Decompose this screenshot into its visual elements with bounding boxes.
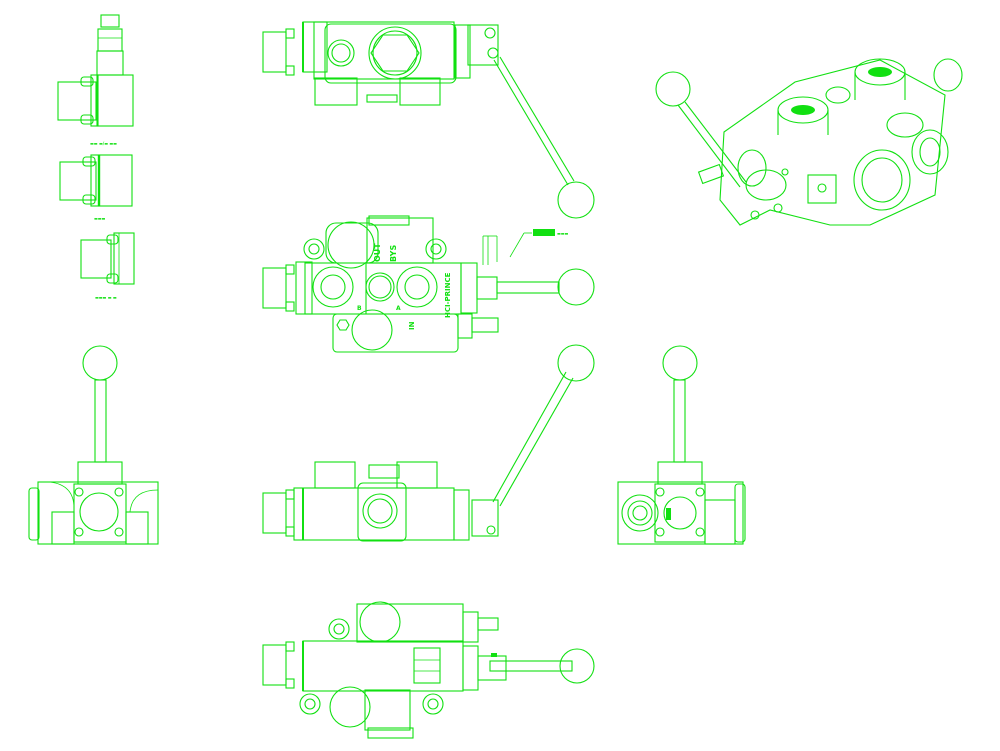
detail-stack-view: ▬▬ ▬/▬ ▬▬ ▬▬▬ ▬▬▬ ▬ ▬	[57, 14, 135, 300]
detail-label-1: ▬▬ ▬/▬ ▬▬	[90, 141, 117, 146]
front-view: OUT BYS B A IN HCI-PRINCE ▬▬▬	[262, 215, 595, 353]
detail-label-2: ▬▬▬	[94, 216, 106, 221]
isometric-view	[655, 58, 963, 226]
brand-label: HCI-PRINCE	[444, 272, 452, 318]
port-label-in: IN	[408, 321, 416, 330]
port-label-b: B	[357, 305, 362, 312]
detail-label-3: ▬▬▬ ▬ ▬	[95, 295, 117, 300]
port-label-bys: BYS	[389, 245, 398, 262]
top-view	[262, 21, 595, 219]
port-label-a: A	[396, 305, 401, 312]
dimension-text: ▬▬▬	[557, 231, 569, 236]
bottom-view	[262, 601, 595, 739]
side-view	[262, 344, 595, 542]
port-label-out: OUT	[373, 243, 382, 262]
dimension-annotation: ▬▬▬	[482, 229, 569, 265]
right-end-view	[617, 345, 746, 545]
left-end-view	[28, 345, 159, 545]
